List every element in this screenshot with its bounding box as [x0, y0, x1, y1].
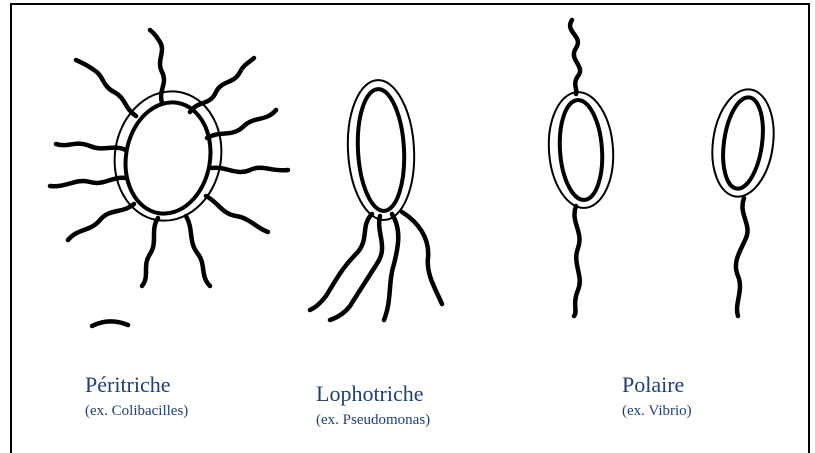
- type-name: Polaire: [622, 372, 692, 398]
- lophotrichous-bacterium: [310, 78, 442, 320]
- type-example: (ex. Vibrio): [622, 402, 692, 420]
- label-polar: Polaire (ex. Vibrio): [622, 372, 692, 420]
- type-name: Lophotriche: [316, 381, 430, 407]
- type-example: (ex. Colibacilles): [85, 402, 188, 420]
- polar-bacterium-2: [706, 85, 780, 316]
- bacteria-illustration: [0, 0, 815, 435]
- partial-shape: [92, 321, 128, 326]
- polar-bacterium-1: [545, 20, 617, 316]
- lophotrichous-flagella: [310, 212, 442, 320]
- polar-flagellum: [736, 198, 748, 316]
- peritrichous-bacterium: [50, 30, 288, 326]
- label-peritrichous: Péritriche (ex. Colibacilles): [85, 372, 188, 420]
- peritrichous-flagella: [50, 30, 288, 286]
- label-lophotrichous: Lophotriche (ex. Pseudomonas): [316, 381, 430, 429]
- type-name: Péritriche: [85, 372, 188, 398]
- type-example: (ex. Pseudomonas): [316, 411, 430, 429]
- polar-flagellum-bottom: [574, 206, 580, 316]
- polar-flagellum-top: [570, 20, 580, 94]
